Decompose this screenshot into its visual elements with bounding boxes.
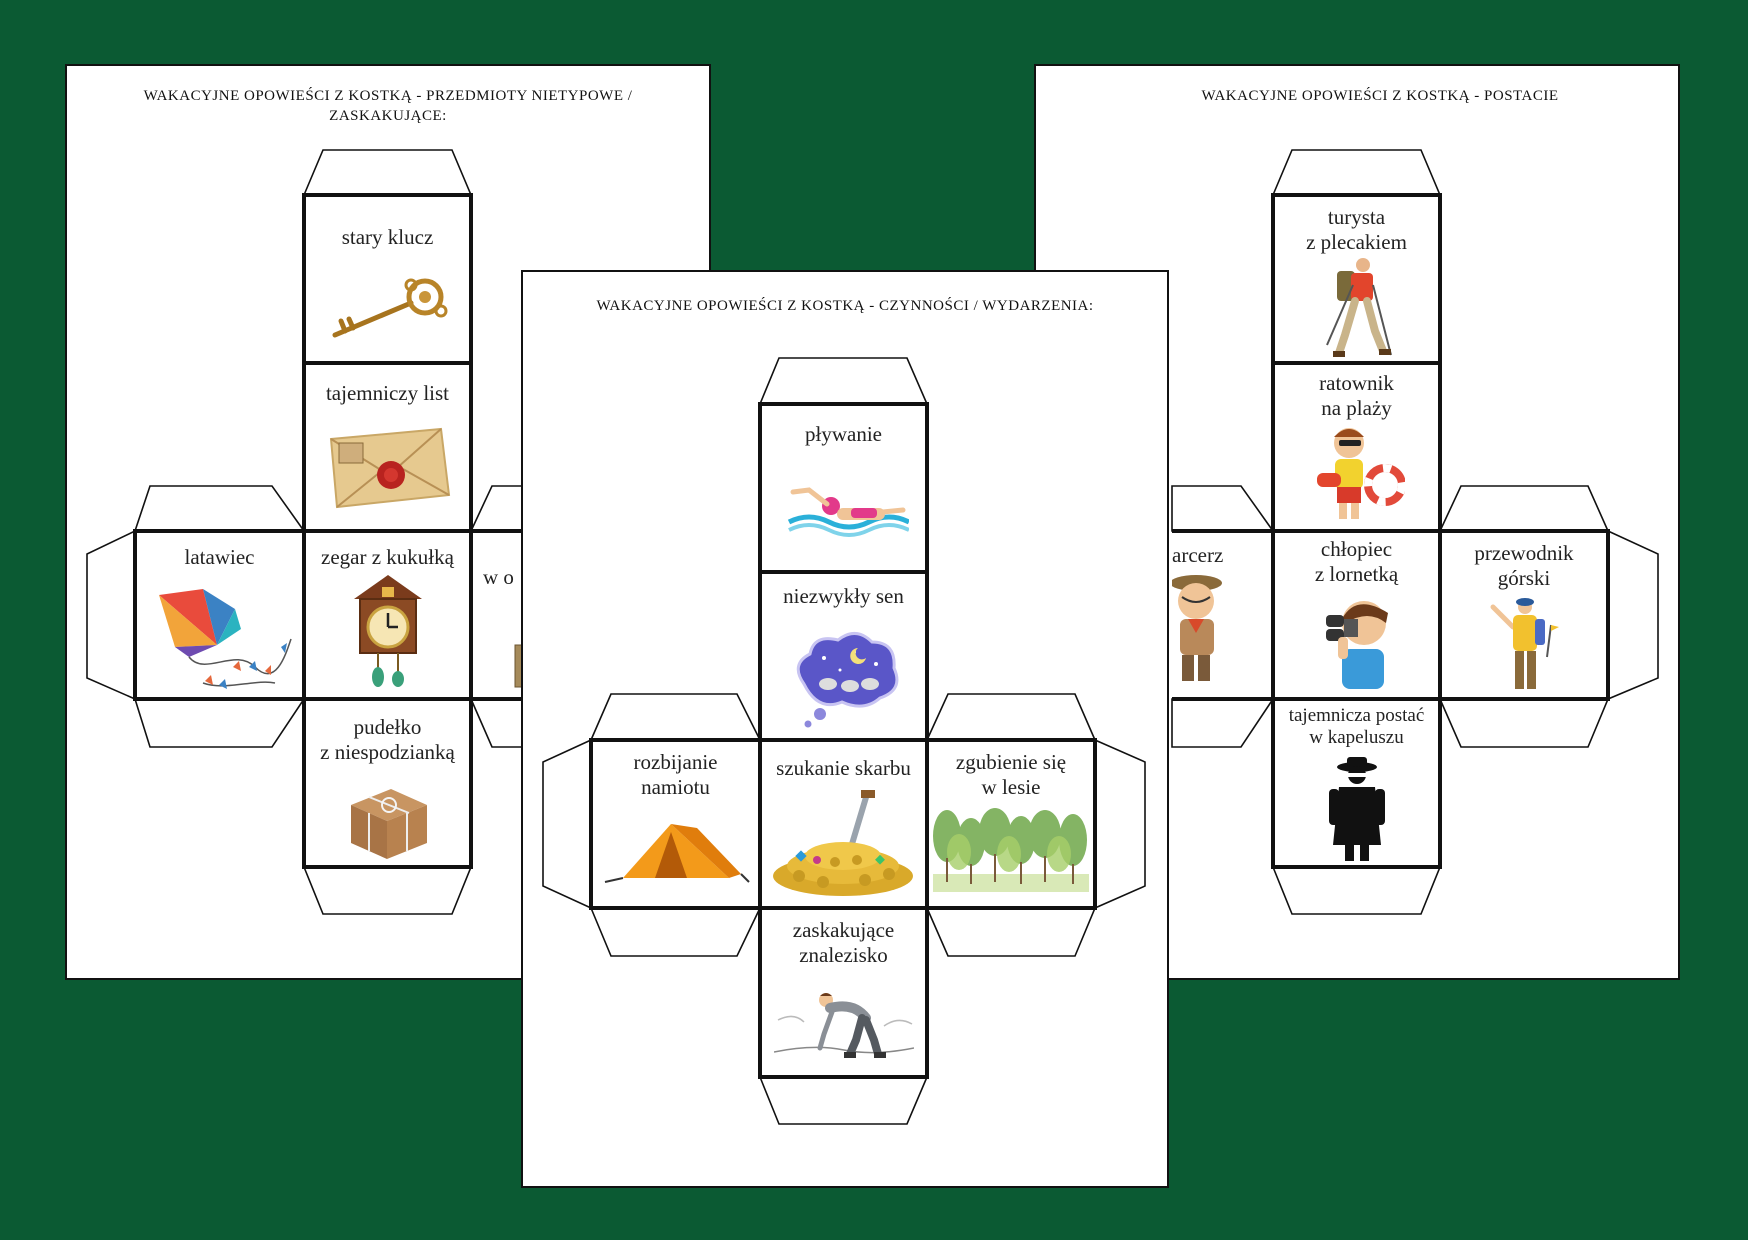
letter-icon [329,427,450,509]
face-label-line2: z niespodzianką [320,740,455,764]
face-harcerz: arcerz [1172,531,1273,699]
center-sheet-title: WAKACYJNE OPOWIEŚCI Z KOSTKĄ - CZYNNOŚCI… [596,298,1094,314]
cuckoo-clock-icon [353,575,422,687]
face-rozbijanie-namiotu: rozbijanie namiotu [591,740,760,908]
face-przewodnik: przewodnik górski [1440,531,1608,699]
kite-icon [158,589,292,689]
dream-cloud-icon [796,632,898,728]
center-dice-sheet: WAKACYJNE OPOWIEŚCI Z KOSTKĄ - CZYNNOŚCI… [521,270,1169,1188]
face-label-line1: przewodnik [1474,541,1574,565]
forest-icon [933,808,1089,892]
digging-man-icon [773,993,914,1058]
face-label-line2: z plecakiem [1306,230,1407,254]
face-label-line2: górski [1497,566,1551,590]
face-label-line1: ratownik [1319,371,1394,395]
face-chlopiec: chłopiec z lornetką [1273,531,1440,699]
face-label-line1: rozbijanie [633,750,718,774]
face-tajemnicza-postac: tajemnicza postać w kapeluszu [1273,699,1440,867]
scout-icon [1172,575,1222,681]
spy-icon [1328,757,1385,861]
face-label: zegar z kukułką [321,545,454,569]
face-zgubienie-sie: zgubienie się w lesie [927,740,1095,908]
face-plywanie: pływanie [760,404,927,572]
face-label: tajemniczy list [325,381,450,405]
lifeguard-icon [1316,428,1405,519]
face-label-line1: turysta [1327,205,1386,229]
face-turysta: turysta z plecakiem [1273,195,1440,363]
face-tajemniczy-list: tajemniczy list [304,363,471,531]
center-dice-net-outline [542,357,1146,1125]
gift-box-icon [350,789,427,859]
guide-icon [1490,598,1559,689]
left-dice-net-outline [86,149,548,915]
face-label-line1: tajemnicza postać [1288,705,1425,726]
face-label-line1: zaskakujące [792,918,895,942]
face-ratownik: ratownik na plaży [1273,363,1440,531]
right-sheet-title: WAKACYJNE OPOWIEŚCI Z KOSTKĄ - POSTACIE [1201,88,1559,104]
face-niezwykly-sen: niezwykły sen [760,572,927,740]
face-label: arcerz [1172,543,1224,567]
face-label: szukanie skarbu [776,756,911,780]
face-pudelko: pudełko z niespodzianką [304,699,471,867]
face-label: w o [483,565,514,589]
left-sheet-title: WAKACYJNE OPOWIEŚCI Z KOSTKĄ - PRZEDMIOT… [143,88,633,124]
face-label-line1: chłopiec [1320,537,1393,561]
tent-icon [604,824,750,883]
face-zegar-z-kukulka: zegar z kukułką [304,531,471,699]
face-label: niezwykły sen [783,584,904,608]
face-label-line2: namiotu [641,775,710,799]
face-label-line1: pudełko [353,715,422,739]
face-szukanie-skarbu: szukanie skarbu [760,740,927,908]
treasure-icon [772,790,913,896]
face-label-line2: znalezisko [799,943,888,967]
face-label-line2: w lesie [981,775,1041,799]
face-label-line2: na plaży [1321,396,1392,420]
face-label-line2: z lornetką [1314,562,1399,586]
face-label: pływanie [805,422,882,446]
swimmer-icon [787,487,909,537]
face-label-line2: w kapeluszu [1309,727,1404,748]
right-dice-net-outline [1171,149,1659,915]
face-stary-klucz: stary klucz [304,195,471,363]
face-latawiec: latawiec [135,531,304,699]
hiker-icon [1325,258,1392,357]
key-icon [332,278,447,338]
face-label: stary klucz [341,225,434,249]
face-label-line1: zgubienie się [955,750,1067,774]
face-zaskakujace-znalezisko: zaskakujące znalezisko [760,908,927,1077]
boy-binoculars-icon [1325,601,1388,689]
face-label: latawiec [184,545,255,569]
